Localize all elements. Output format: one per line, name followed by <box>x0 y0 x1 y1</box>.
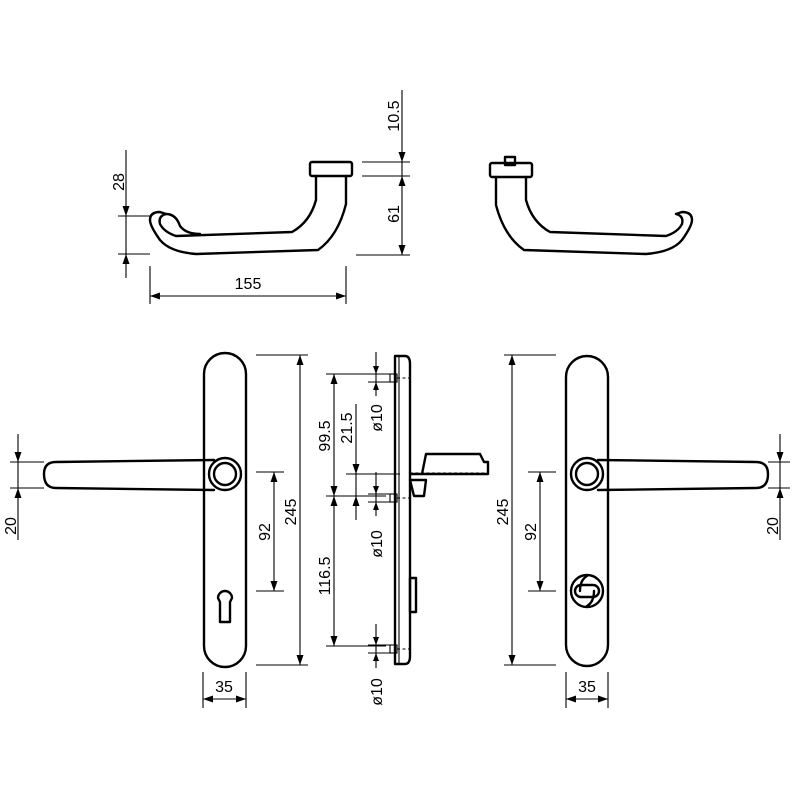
dim-label: 92 <box>257 523 274 541</box>
dimension-lever-height-right: 20 <box>765 434 790 540</box>
dim-label: 155 <box>235 276 262 293</box>
dim-label: 61 <box>386 205 403 223</box>
dimension-centre-distance-left: 92 <box>256 471 284 592</box>
dimension-hole-diameters: ø10 ø10 ø10 <box>368 352 390 706</box>
plate-side-view <box>389 354 490 666</box>
dim-label: 116.5 <box>317 556 334 595</box>
dimension-plate-width-left: 35 <box>202 672 247 708</box>
dim-label: ø10 <box>369 678 386 706</box>
dimension-plate-width-right: 35 <box>565 672 609 708</box>
dim-label: 21.5 <box>339 412 356 443</box>
backplate-side <box>393 354 412 666</box>
dim-label: 245 <box>495 499 512 526</box>
dim-label: 99.5 <box>317 420 334 451</box>
dimension-plate-length-left: 245 <box>256 354 308 666</box>
dim-label: ø10 <box>369 530 386 558</box>
rose-inner <box>212 461 238 487</box>
dimension-lever-length: 155 <box>149 266 347 304</box>
lever-front <box>596 458 770 492</box>
lever-front <box>42 458 216 492</box>
thumbturn <box>573 583 601 599</box>
backplate <box>202 351 248 669</box>
dim-label: 35 <box>215 679 233 696</box>
lever-side-view-left <box>148 160 354 256</box>
plate-front-view-left <box>42 351 248 669</box>
lever-profile <box>148 174 348 256</box>
lever-thumb-stub <box>503 155 517 167</box>
dimension-lever-grip-height: 28 <box>111 150 150 278</box>
dimension-centre-distance-right: 92 <box>523 471 556 592</box>
lever-side-view-right <box>488 155 694 256</box>
cylinder-boss-side <box>408 576 418 614</box>
rose <box>569 456 605 492</box>
plate-front-view-right <box>564 354 770 668</box>
dimension-lever-drop: 10.5 61 <box>356 90 410 256</box>
lever-boss-side <box>408 452 490 476</box>
rose-inner <box>574 461 600 487</box>
dim-label: 92 <box>523 523 540 541</box>
rose <box>207 456 243 492</box>
thumbturn-slot <box>578 574 596 608</box>
cylinder-keyhole <box>216 589 234 624</box>
dim-label: 10.5 <box>386 100 403 131</box>
dimension-plate-length-right: 245 <box>495 354 556 666</box>
backplate <box>564 354 610 668</box>
lever-profile <box>494 175 694 256</box>
dim-label: ø10 <box>369 404 386 432</box>
dim-label: 28 <box>111 173 128 191</box>
dim-label: 35 <box>578 679 596 696</box>
dim-label: 20 <box>765 517 782 535</box>
dim-label: 20 <box>3 517 20 535</box>
dim-label: 245 <box>283 499 300 526</box>
dimension-lever-height-left: 20 <box>3 434 44 540</box>
lever-rose <box>488 161 534 179</box>
lever-rose <box>308 160 354 178</box>
dimension-fixing-centres: 99.5 21.5 116.5 <box>317 373 400 647</box>
